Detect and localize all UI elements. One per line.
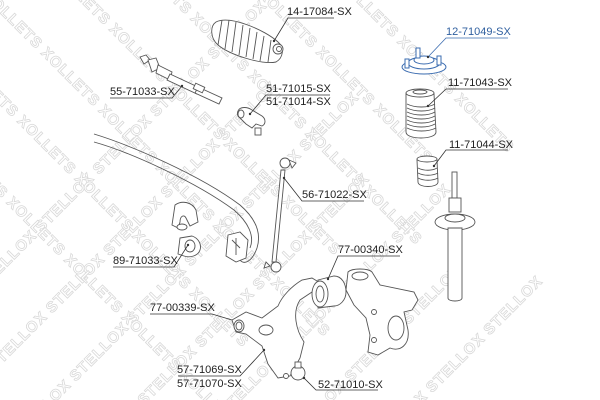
steering-rack-boot-illustration[interactable] (211, 19, 284, 63)
lower-control-arm-illustration[interactable] (231, 277, 323, 379)
part-label-55-71033-SX[interactable]: 55-71033-SX (110, 86, 175, 98)
tie-rod-end-illustration[interactable] (236, 107, 266, 136)
part-label-57-71069-SX[interactable]: 57-71069-SX (177, 364, 242, 376)
part-label-14-17084-SX[interactable]: 14-17084-SX (287, 6, 352, 18)
stabilizer-link-illustration[interactable] (263, 157, 297, 273)
part-label-52-71010-SX[interactable]: 52-71010-SX (318, 379, 383, 391)
part-label-51-71015-SX[interactable]: 51-71015-SX (266, 83, 331, 95)
strut-dust-boot-illustration[interactable] (405, 88, 437, 139)
ball-joint-illustration[interactable] (283, 361, 306, 381)
part-label-56-71022-SX[interactable]: 56-71022-SX (302, 189, 367, 201)
inner-tie-rod-illustration[interactable] (139, 54, 223, 105)
part-label-11-71043-SX[interactable]: 11-71043-SX (448, 77, 513, 89)
bump-stop-illustration[interactable] (416, 155, 439, 187)
part-label-12-71049-SX[interactable]: 12-71049-SX (446, 26, 511, 38)
part-label-51-71014-SX[interactable]: 51-71014-SX (266, 96, 331, 108)
strut-top-mount-illustration[interactable] (401, 47, 447, 75)
part-label-77-00340-SX[interactable]: 77-00340-SX (338, 244, 403, 256)
part-label-89-71033-SX[interactable]: 89-71033-SX (113, 255, 178, 267)
part-label-11-71044-SX[interactable]: 11-71044-SX (449, 139, 514, 151)
control-arm-rear-bushing-illustration[interactable] (311, 275, 347, 309)
steering-knuckle-illustration[interactable] (345, 268, 419, 356)
stabilizer-bushing-illustration[interactable] (171, 201, 201, 258)
part-label-57-71070-SX[interactable]: 57-71070-SX (177, 378, 242, 390)
stabilizer-bar-illustration[interactable] (93, 133, 260, 263)
part-label-77-00339-SX[interactable]: 77-00339-SX (150, 302, 215, 314)
leader-lines (110, 17, 508, 391)
shock-absorber-illustration[interactable] (434, 171, 476, 302)
